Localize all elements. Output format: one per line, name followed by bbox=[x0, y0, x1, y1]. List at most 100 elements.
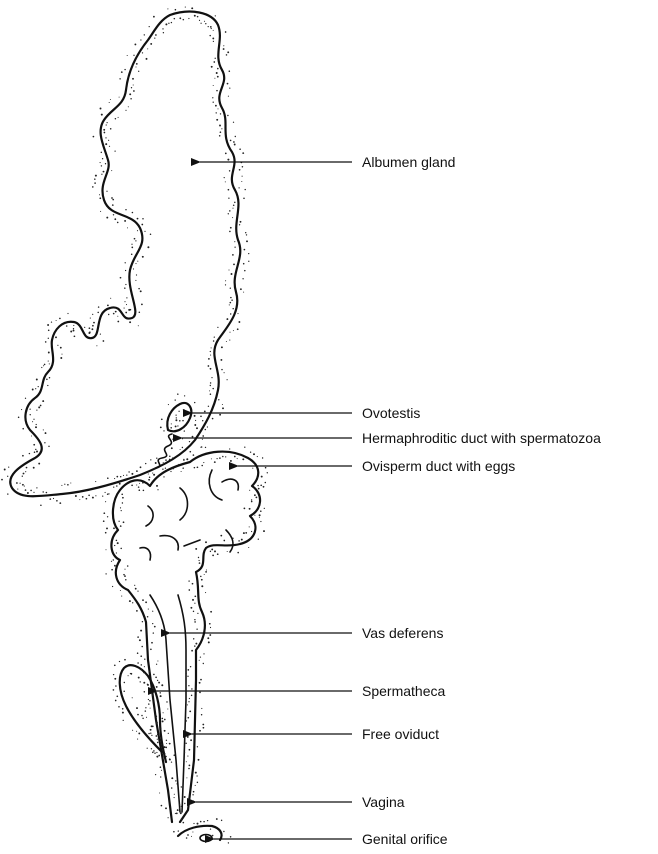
stipple-dot bbox=[7, 476, 8, 477]
stipple-dot bbox=[36, 424, 37, 425]
stipple-dot bbox=[128, 675, 129, 676]
stipple-dot bbox=[151, 642, 153, 644]
stipple-dot bbox=[105, 501, 106, 502]
stipple-dot bbox=[262, 457, 263, 458]
stipple-dot bbox=[243, 532, 245, 534]
stipple-dot bbox=[219, 457, 221, 459]
stipple-dot bbox=[243, 198, 245, 200]
spermatheca-outline bbox=[120, 665, 166, 762]
stipple-dot bbox=[205, 541, 207, 543]
stipple-dot bbox=[223, 45, 224, 46]
stipple-dot bbox=[234, 247, 235, 248]
stipple-dot bbox=[184, 430, 185, 431]
stipple-dot bbox=[213, 340, 215, 342]
stipple-dot bbox=[209, 35, 210, 36]
stipple-dot bbox=[168, 817, 169, 818]
stipple-dot bbox=[73, 330, 75, 332]
stipple-dot bbox=[232, 217, 233, 218]
stipple-dot bbox=[135, 263, 136, 264]
stipple-dot bbox=[226, 318, 228, 320]
stipple-dot bbox=[125, 110, 126, 111]
stipple-dot bbox=[144, 34, 145, 35]
stipple-dot bbox=[265, 482, 267, 484]
stipple-dot bbox=[131, 247, 133, 249]
stipple-dot bbox=[127, 55, 128, 56]
stipple-dot bbox=[196, 427, 198, 429]
stipple-dot bbox=[138, 288, 140, 290]
stipple-dot bbox=[46, 379, 48, 381]
stipple-dot bbox=[115, 685, 117, 687]
stipple-dot bbox=[89, 327, 91, 329]
stipple-dot bbox=[109, 102, 110, 103]
stipple-dot bbox=[175, 414, 176, 415]
stipple-dot bbox=[260, 510, 262, 512]
stipple-dot bbox=[23, 473, 25, 475]
stipple-dot bbox=[33, 419, 34, 420]
stipple-dot bbox=[159, 692, 160, 693]
stipple-dot bbox=[158, 682, 160, 684]
stipple-dot bbox=[189, 441, 190, 442]
stipple-dot bbox=[154, 626, 156, 628]
stipple-dot bbox=[27, 492, 29, 494]
stipple-dot bbox=[217, 76, 219, 78]
stipple-dot bbox=[137, 230, 138, 231]
stipple-dot bbox=[242, 152, 244, 154]
stipple-dot bbox=[191, 7, 193, 9]
stipple-dot bbox=[25, 398, 26, 399]
stipple-dot bbox=[199, 20, 200, 21]
stipple-dot bbox=[192, 599, 194, 601]
stipple-dot bbox=[108, 314, 109, 315]
stipple-dot bbox=[191, 688, 192, 689]
stipple-dot bbox=[153, 474, 155, 476]
stipple-dot bbox=[183, 459, 184, 460]
stipple-dot bbox=[165, 807, 167, 809]
stipple-dot bbox=[129, 600, 131, 602]
stipple-dot bbox=[157, 742, 158, 743]
stipple-dot bbox=[144, 666, 145, 667]
stipple-dot bbox=[220, 359, 222, 361]
stipple-dot bbox=[178, 830, 179, 831]
stipple-dot bbox=[216, 72, 218, 74]
stipple-texture bbox=[1, 7, 268, 844]
stipple-dot bbox=[95, 175, 97, 177]
stipple-dot bbox=[208, 641, 210, 643]
stipple-dot bbox=[157, 489, 158, 490]
stipple-dot bbox=[210, 611, 212, 613]
stipple-dot bbox=[188, 717, 190, 719]
stipple-dot bbox=[240, 288, 242, 290]
stipple-dot bbox=[229, 70, 231, 72]
stipple-dot bbox=[55, 336, 57, 338]
stipple-dot bbox=[210, 828, 211, 829]
stipple-dot bbox=[131, 484, 133, 486]
stipple-dot bbox=[43, 365, 44, 366]
stipple-dot bbox=[105, 549, 106, 550]
stipple-dot bbox=[138, 677, 140, 679]
stipple-dot bbox=[223, 540, 225, 542]
stipple-dot bbox=[243, 263, 245, 265]
stipple-dot bbox=[107, 122, 108, 123]
stipple-dot bbox=[188, 768, 190, 770]
stipple-dot bbox=[133, 268, 134, 269]
stipple-dot bbox=[150, 648, 152, 650]
stipple-dot bbox=[158, 755, 160, 757]
stipple-dot bbox=[199, 660, 200, 661]
stipple-dot bbox=[129, 321, 131, 323]
stipple-dot bbox=[195, 772, 197, 774]
stipple-dot bbox=[102, 158, 103, 159]
stipple-dot bbox=[210, 351, 211, 352]
ovisperm-duct-label: Ovisperm duct with eggs bbox=[362, 458, 515, 474]
stipple-dot bbox=[265, 467, 267, 469]
stipple-dot bbox=[115, 311, 117, 313]
stipple-dot bbox=[157, 660, 158, 661]
stipple-dot bbox=[36, 379, 38, 381]
stipple-dot bbox=[89, 331, 91, 333]
stipple-dot bbox=[94, 178, 96, 180]
stipple-dot bbox=[154, 752, 156, 754]
stipple-dot bbox=[102, 495, 103, 496]
stipple-dot bbox=[125, 270, 126, 271]
stipple-dot bbox=[261, 476, 263, 478]
stipple-dot bbox=[168, 23, 169, 24]
stipple-dot bbox=[223, 831, 224, 832]
stipple-dot bbox=[205, 447, 206, 448]
stipple-dot bbox=[140, 681, 141, 682]
